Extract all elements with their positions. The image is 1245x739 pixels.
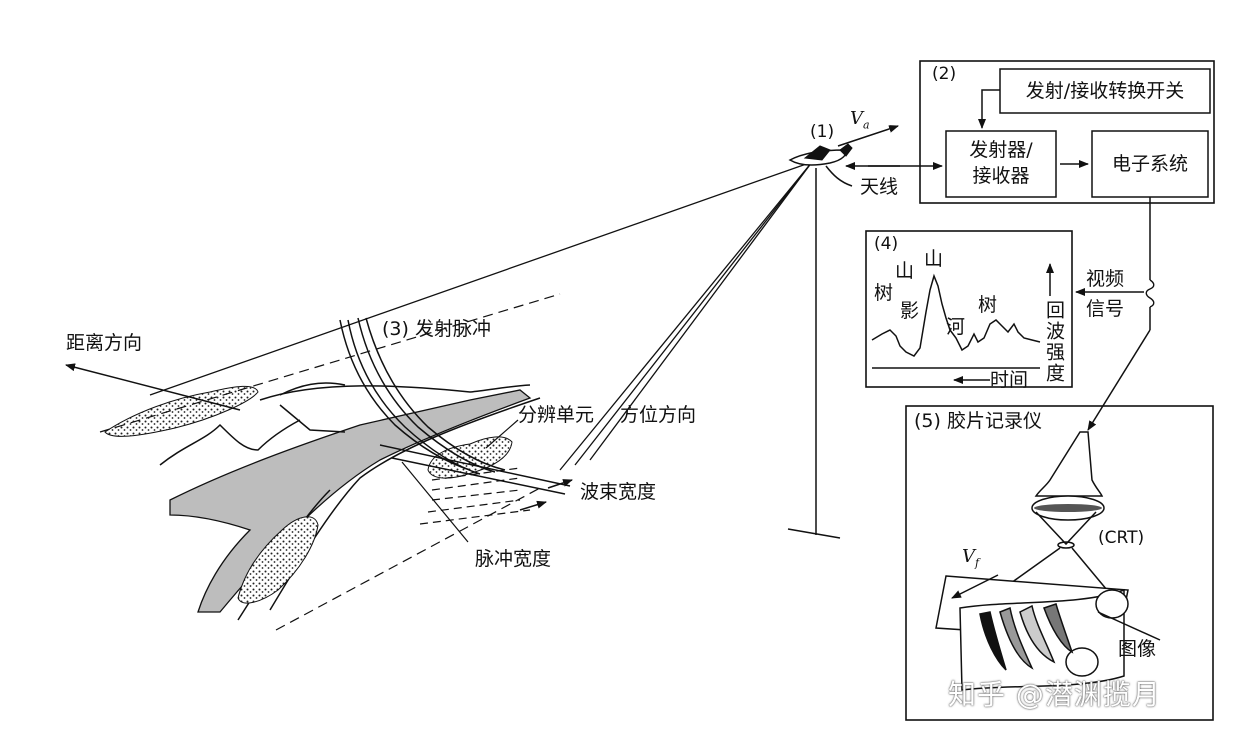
crt-lens-inner xyxy=(1034,504,1102,512)
crt-label: (CRT) xyxy=(1098,528,1145,548)
cell-line-1 xyxy=(379,444,571,487)
beam-width-label: 波束宽度 xyxy=(580,481,657,503)
swath-edge-near xyxy=(99,293,561,433)
river-shape xyxy=(169,389,532,613)
pulse-band-4 xyxy=(427,499,521,513)
transceiver-box xyxy=(945,130,1057,198)
video-signal-label-line-1: 视频 xyxy=(1086,268,1125,290)
range-direction-label: 距离方向 xyxy=(66,332,143,354)
vegetation-patch-2 xyxy=(237,516,319,604)
echo-mountain-1-label: 山 xyxy=(895,260,915,282)
aircraft-number-label: (1) xyxy=(810,122,835,142)
image-label: 图像 xyxy=(1118,638,1157,660)
transmit-pulse-label: (3) 发射脉冲 xyxy=(382,318,491,340)
crt-focus xyxy=(1057,541,1075,549)
transceiver-label-line-1: 发射器/ xyxy=(969,139,1033,161)
pulse-arc-2 xyxy=(347,319,481,475)
beam-width-arrow-2 xyxy=(519,500,547,511)
echo-shadow-label: 影 xyxy=(900,300,920,322)
image-leader xyxy=(1097,611,1161,641)
crt-tube xyxy=(1034,431,1104,497)
pulse-band-1 xyxy=(431,467,521,481)
hill-ridge-2 xyxy=(279,382,346,396)
beam-width-arrow-1 xyxy=(547,479,573,489)
aircraft-tail xyxy=(839,143,853,157)
watermark: 知乎 @潜渊揽月 xyxy=(948,678,1161,711)
echo-intensity-label: 回波强度 xyxy=(1043,300,1065,384)
film-recorder-box xyxy=(905,405,1214,721)
echo-river-label: 河 xyxy=(946,316,966,338)
video-signal-label-line-2: 信号 xyxy=(1086,298,1125,320)
film-image-streak-4 xyxy=(1043,603,1074,654)
echo-time-label: 时间 xyxy=(990,369,1029,391)
swath-edge-far xyxy=(275,487,541,631)
pulse-arc-4 xyxy=(365,317,506,471)
beam-line-3 xyxy=(574,161,813,466)
switch-to-transceiver-arrow xyxy=(978,89,1000,129)
film-image-streak-1 xyxy=(979,611,1007,671)
transceiver-label-line-2: 接收器 xyxy=(972,165,1030,187)
video-signal-coil xyxy=(1145,279,1155,308)
aircraft-velocity-arrow xyxy=(837,125,899,147)
hill-ridge-1 xyxy=(159,419,301,466)
resolution-cell-leader xyxy=(485,419,519,449)
echo-curve xyxy=(871,273,1041,357)
beam-line-2 xyxy=(559,161,813,471)
echo-number-label: (4) xyxy=(874,234,899,254)
film-velocity-label: Vf xyxy=(962,546,980,570)
switch-label: 发射/接收转换开关 xyxy=(1025,80,1185,102)
cell-line-2 xyxy=(391,457,566,495)
film-recorder-label: (5) 胶片记录仪 xyxy=(914,410,1042,432)
pulse-width-label: 脉冲宽度 xyxy=(475,548,552,570)
echo-tree-right-label: 树 xyxy=(978,294,998,316)
beam-line-4 xyxy=(589,161,813,461)
film-image-streak-3 xyxy=(1019,604,1056,664)
system-box xyxy=(919,60,1215,204)
echo-mountain-2-label: 山 xyxy=(924,248,944,270)
pulse-band-2 xyxy=(431,477,521,491)
antenna-leader xyxy=(825,165,853,187)
antenna-label: 天线 xyxy=(860,176,899,198)
aircraft-wing xyxy=(803,145,831,161)
film-drum-end-right-2 xyxy=(1065,647,1099,677)
pulse-width-leader xyxy=(401,461,469,543)
ground-tick xyxy=(787,528,841,539)
switch-box xyxy=(999,68,1211,114)
crt-cone xyxy=(1035,511,1097,546)
pulse-band-5 xyxy=(419,509,531,525)
vegetation-patch-1 xyxy=(104,385,259,437)
system-number-label: (2) xyxy=(932,64,957,84)
azimuth-direction-label: 方位方向 xyxy=(620,404,697,426)
beam-line-1 xyxy=(149,161,813,396)
aircraft-velocity-label: Va xyxy=(850,108,870,132)
echo-tree-left-label: 树 xyxy=(874,282,894,304)
film-image-streak-2 xyxy=(999,606,1034,670)
river-bank-upper xyxy=(259,384,531,401)
film-velocity-arrow xyxy=(951,574,999,599)
range-direction-arrow xyxy=(65,363,241,411)
electronics-label: 电子系统 xyxy=(1111,153,1188,175)
signal-to-film-arrow xyxy=(1087,329,1151,431)
pulse-arc-3 xyxy=(357,317,496,473)
resolution-cell-label: 分辨单元 xyxy=(518,404,595,426)
pulse-band-3 xyxy=(431,489,521,501)
echo-box xyxy=(865,230,1073,388)
hill-ridge-3 xyxy=(279,404,346,433)
